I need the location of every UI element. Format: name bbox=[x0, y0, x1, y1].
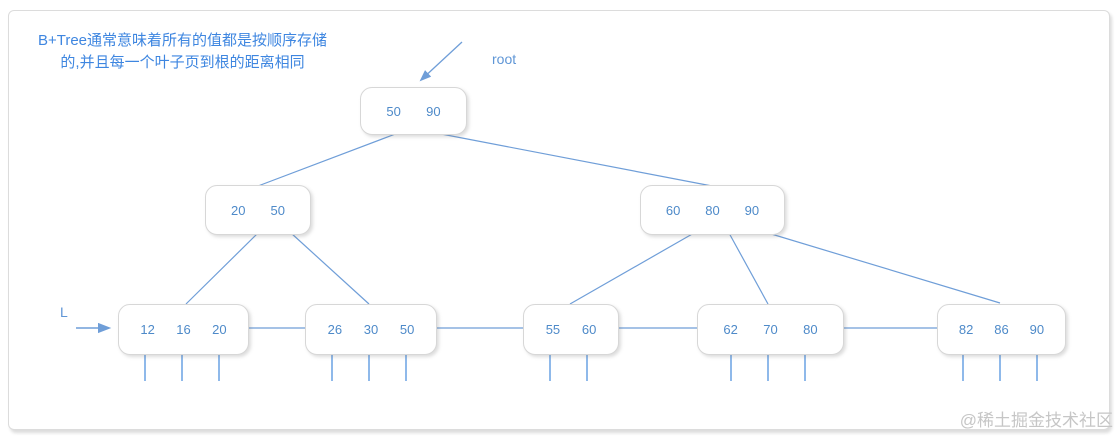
leaf-node-26-30-50: 26 30 50 bbox=[305, 304, 437, 355]
leaf-node-82-86-90: 82 86 90 bbox=[937, 304, 1066, 355]
node-value: 20 bbox=[212, 322, 227, 337]
node-value: 80 bbox=[803, 322, 818, 337]
node-value: 20 bbox=[231, 202, 246, 218]
node-value: 12 bbox=[140, 322, 155, 337]
node-value: 90 bbox=[426, 103, 441, 119]
diagram-frame bbox=[8, 10, 1110, 430]
node-value: 62 bbox=[723, 322, 738, 337]
node-value: 55 bbox=[545, 322, 561, 337]
node-value: 60 bbox=[581, 322, 597, 337]
node-value: 50 bbox=[270, 202, 285, 218]
internal-node-60-80-90: 60 80 90 bbox=[640, 185, 785, 235]
leaf-node-55-60: 55 60 bbox=[523, 304, 619, 355]
root-label: root bbox=[492, 51, 517, 67]
leaf-node-12-16-20: 12 16 20 bbox=[118, 304, 249, 355]
node-value: 26 bbox=[327, 322, 343, 337]
node-value: 82 bbox=[958, 322, 974, 337]
leaf-node-62-70-80: 62 70 80 bbox=[697, 304, 844, 355]
node-value: 90 bbox=[1029, 322, 1045, 337]
leaf-pointer-label: L bbox=[60, 304, 68, 320]
watermark-text: @稀土掘金技术社区 bbox=[959, 411, 1113, 430]
diagram-title-line2: 的,并且每一个叶子页到根的距离相同 bbox=[60, 54, 305, 71]
node-value: 86 bbox=[994, 322, 1009, 337]
diagram-title: B+Tree通常意味着所有的值都是按顺序存储 的,并且每一个叶子页到根的距离相同 bbox=[30, 30, 335, 74]
node-value: 60 bbox=[665, 202, 681, 218]
node-value: 90 bbox=[744, 202, 760, 218]
node-value: 50 bbox=[399, 322, 415, 337]
internal-node-20-50: 20 50 bbox=[205, 185, 311, 235]
node-value: 50 bbox=[386, 103, 401, 119]
node-value: 70 bbox=[763, 322, 778, 337]
root-node: 50 90 bbox=[360, 87, 467, 135]
node-value: 16 bbox=[176, 322, 191, 337]
node-value: 30 bbox=[363, 322, 379, 337]
node-value: 80 bbox=[705, 202, 720, 218]
diagram-title-line1: B+Tree通常意味着所有的值都是按顺序存储 bbox=[37, 32, 328, 49]
